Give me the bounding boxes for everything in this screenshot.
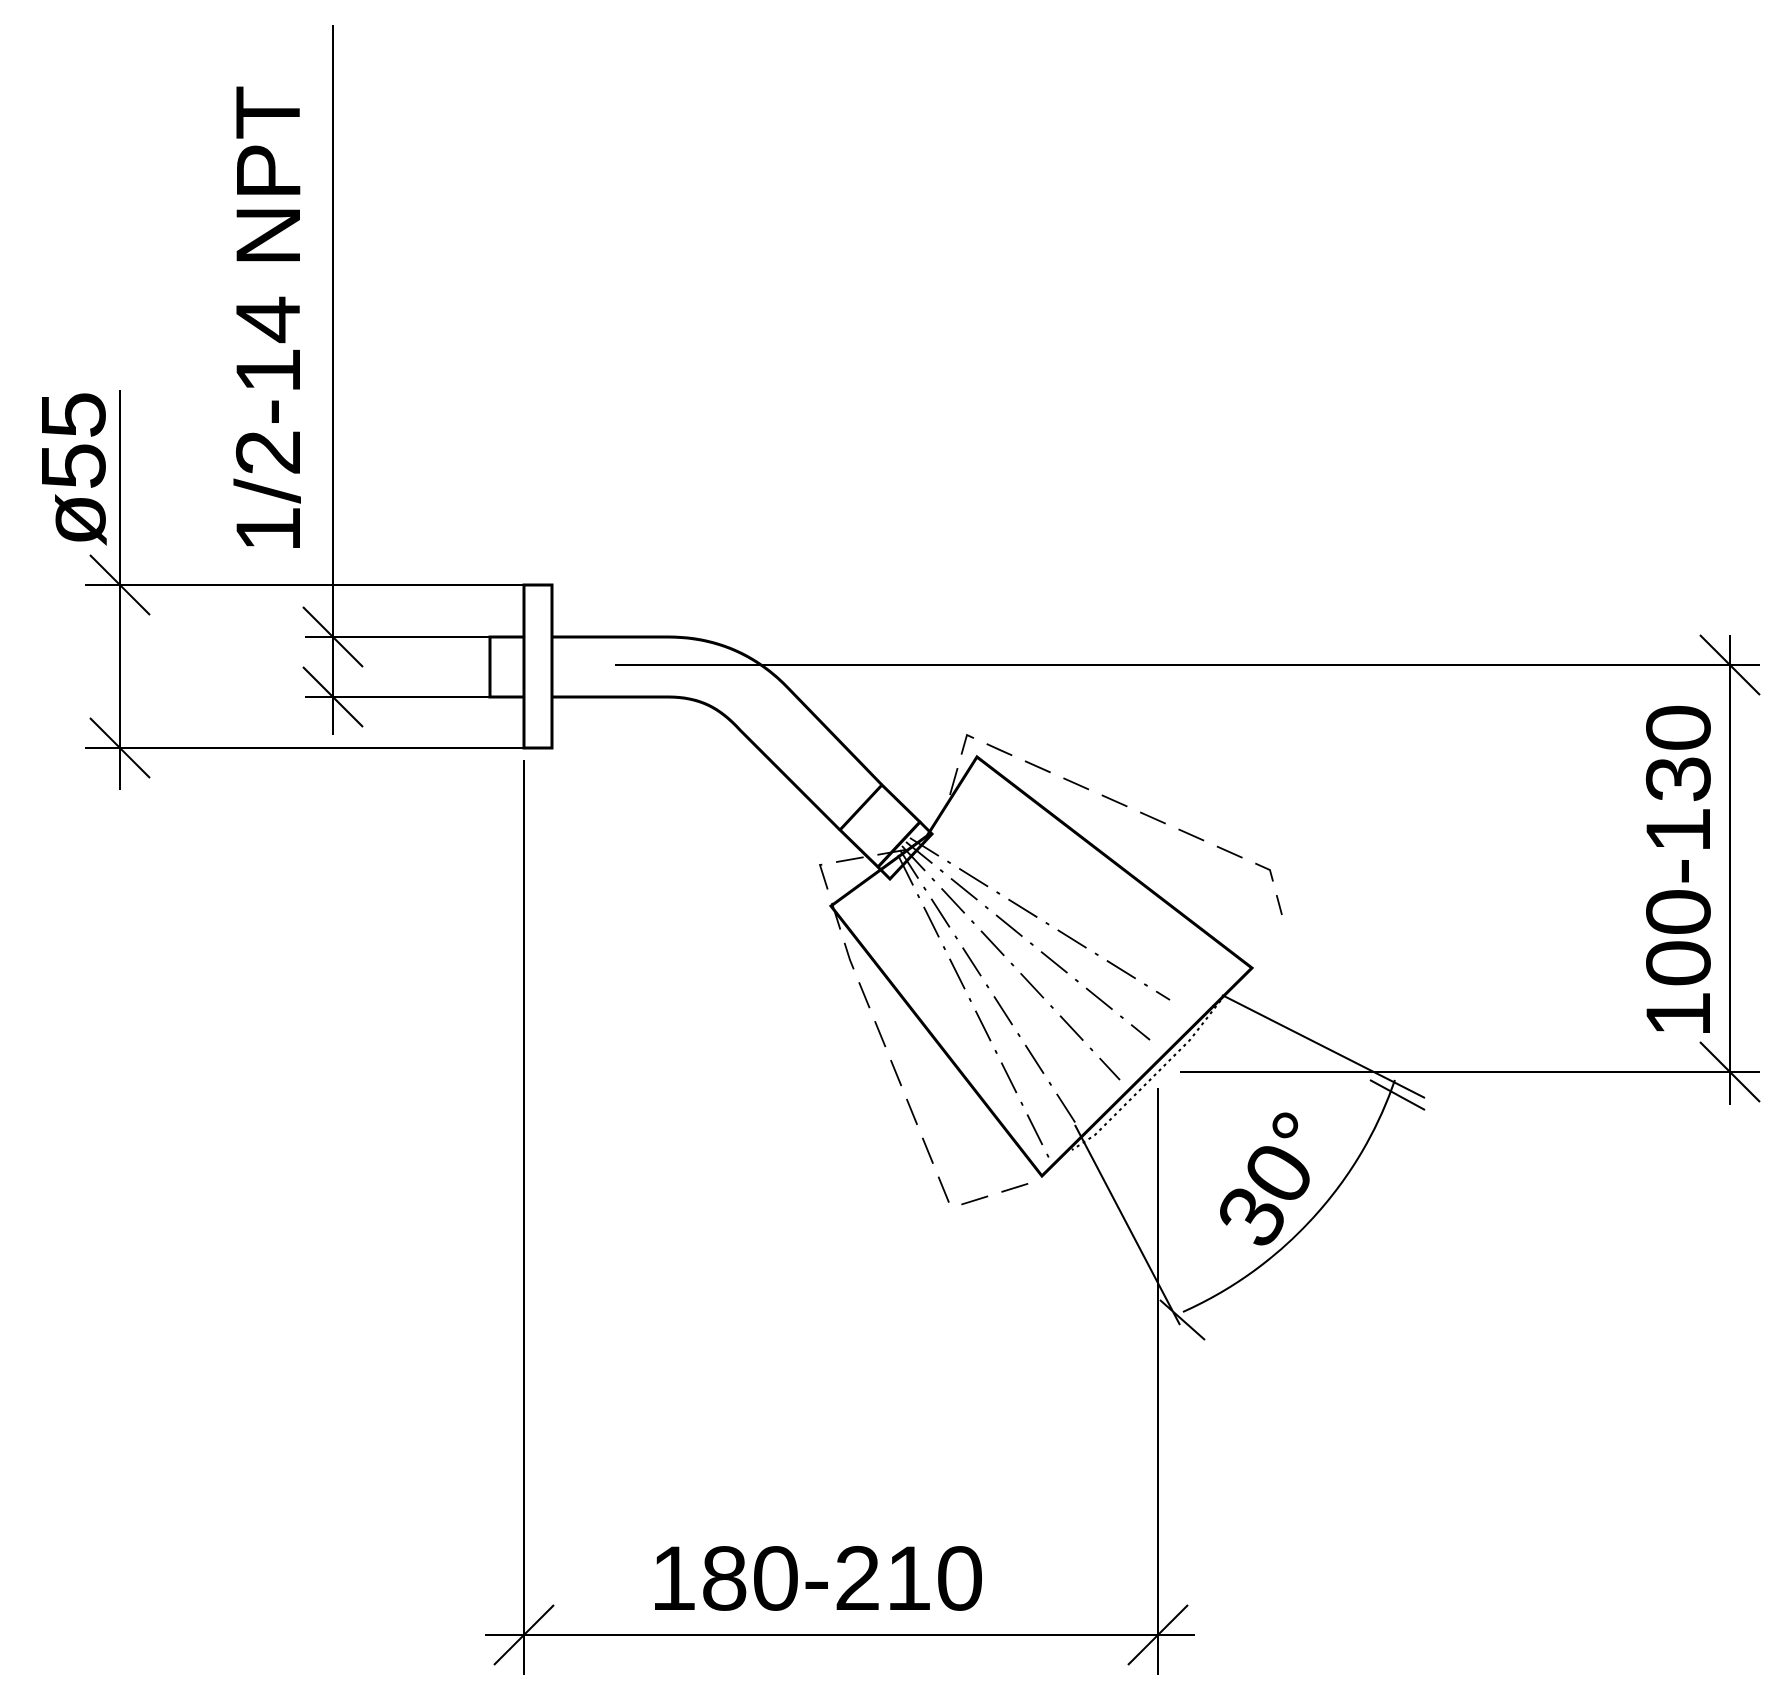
length-label: 180-210 [648, 1528, 986, 1630]
shower-head [828, 754, 1255, 1179]
diameter-label: ø55 [23, 389, 125, 548]
length-dimension [485, 760, 1195, 1675]
wall-flange [488, 583, 554, 750]
height-dimension [615, 634, 1761, 1105]
diameter-dimension [85, 390, 524, 790]
angle-dimension [1074, 994, 1426, 1341]
thread-dimension [302, 25, 490, 735]
shower-head-tilt-outline [818, 733, 1283, 1206]
height-label: 100-130 [1628, 702, 1730, 1040]
angle-label: 30° [1195, 1094, 1355, 1266]
shower-arm [552, 635, 935, 882]
thread-label: 1/2-14 NPT [218, 85, 320, 555]
spray-pattern [897, 837, 1171, 1161]
